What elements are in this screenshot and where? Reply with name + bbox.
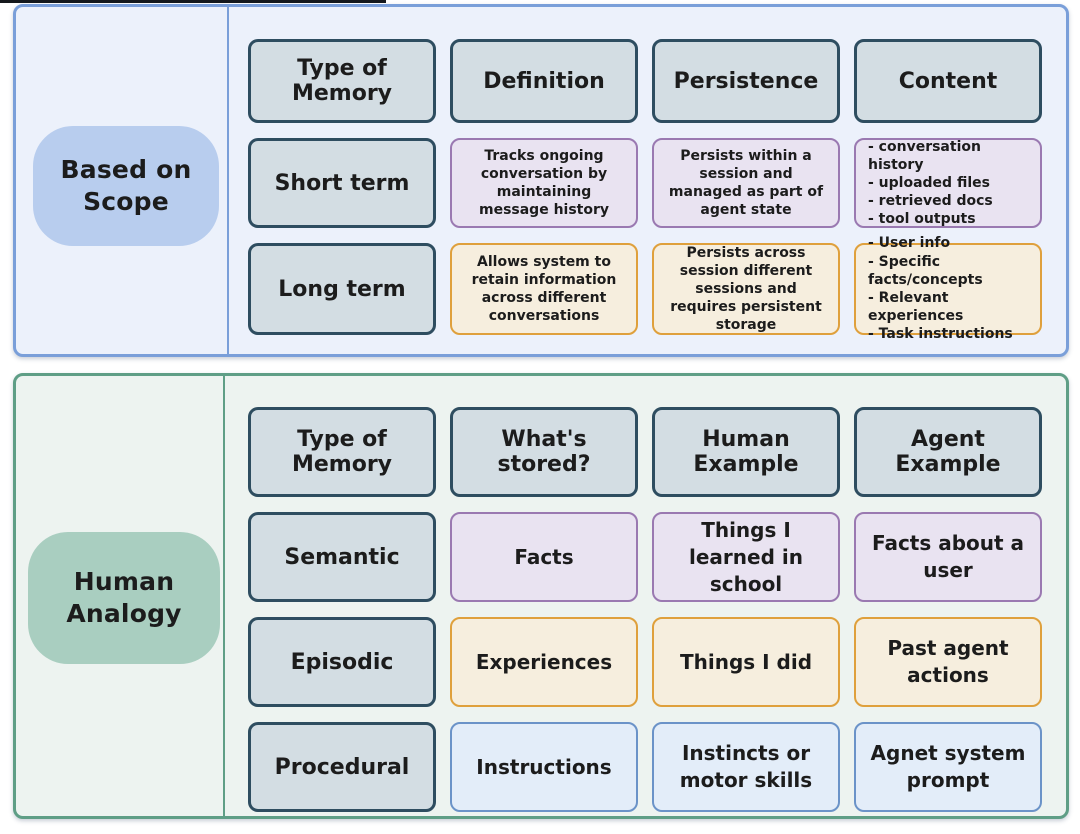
scope-table: Type of Memory Definition Persistence Co… (248, 39, 1042, 342)
analogy-header-type-of-memory: Type of Memory (248, 407, 436, 497)
analogy-semantic-human: Things I learned in school (652, 512, 840, 602)
analogy-vertical-divider (223, 376, 225, 816)
analogy-procedural-agent: Agnet system prompt (854, 722, 1042, 812)
analogy-header-human-example: Human Example (652, 407, 840, 497)
analogy-table: Type of Memory What's stored? Human Exam… (248, 407, 1042, 812)
analogy-row-procedural-label: Procedural (248, 722, 436, 812)
analogy-header-agent-example: Agent Example (854, 407, 1042, 497)
scope-header-definition: Definition (450, 39, 638, 123)
scope-short-term-definition: Tracks ongoing conversation by maintaini… (450, 138, 638, 228)
human-analogy-label: Human Analogy (28, 532, 220, 664)
scope-long-term-content: - User info - Specific facts/concepts - … (854, 235, 1042, 342)
scope-long-term-persistence: Persists across session different sessio… (652, 243, 840, 335)
analogy-row-episodic-label: Episodic (248, 617, 436, 707)
scope-long-term-definition: Allows system to retain information acro… (450, 243, 638, 335)
based-on-scope-label: Based on Scope (33, 126, 219, 246)
analogy-semantic-stored: Facts (450, 512, 638, 602)
scope-short-term-persistence: Persists within a session and managed as… (652, 138, 840, 228)
analogy-header-whats-stored: What's stored? (450, 407, 638, 497)
analogy-procedural-human: Instincts or motor skills (652, 722, 840, 812)
analogy-row-semantic-label: Semantic (248, 512, 436, 602)
analogy-episodic-agent: Past agent actions (854, 617, 1042, 707)
analogy-procedural-stored: Instructions (450, 722, 638, 812)
scope-row-long-term-label: Long term (248, 243, 436, 335)
analogy-episodic-human: Things I did (652, 617, 840, 707)
analogy-semantic-agent: Facts about a user (854, 512, 1042, 602)
scope-vertical-divider (227, 7, 229, 354)
based-on-scope-panel: Based on Scope Type of Memory Definition… (13, 4, 1069, 357)
human-analogy-panel: Human Analogy Type of Memory What's stor… (13, 373, 1069, 819)
scope-short-term-content: - conversation history - uploaded files … (854, 138, 1042, 228)
scope-header-type-of-memory: Type of Memory (248, 39, 436, 123)
cropped-top-edge-line (0, 0, 386, 3)
scope-row-short-term-label: Short term (248, 138, 436, 228)
scope-header-persistence: Persistence (652, 39, 840, 123)
analogy-episodic-stored: Experiences (450, 617, 638, 707)
scope-header-content: Content (854, 39, 1042, 123)
